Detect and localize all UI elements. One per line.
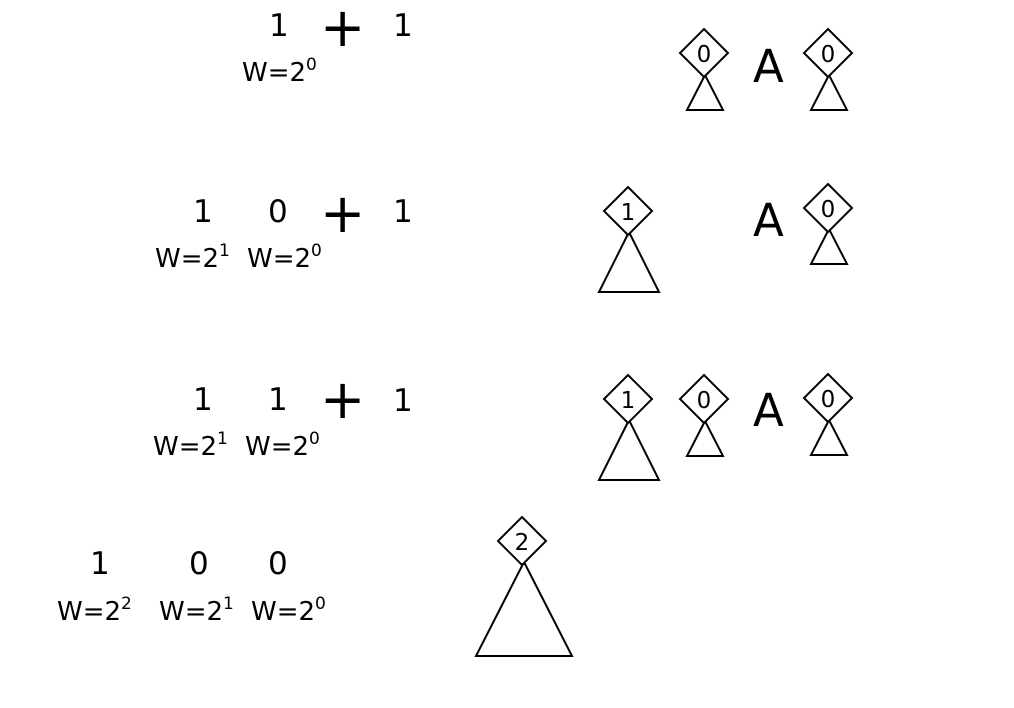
row2-weight-0: W=21 <box>153 429 228 462</box>
row2-digit-0: 1 <box>193 382 213 418</box>
row3-digit-2: 0 <box>268 546 288 582</box>
row1-plus-sign: + <box>320 182 366 245</box>
row2-addend: 1 <box>393 383 413 419</box>
row2-add-operator: A <box>753 384 784 437</box>
row2-weight-1: W=20 <box>245 429 320 462</box>
row2-digit-1: 1 <box>268 382 288 418</box>
row1-weight-0: W=21 <box>155 241 230 274</box>
row1-add-operator: A <box>753 194 784 247</box>
row0-weight-0: W=20 <box>242 55 317 88</box>
row2-addend-tree-rank: 0 <box>821 387 836 413</box>
row2-addend-tree: 0 <box>802 372 854 456</box>
row1-addend-tree: 0 <box>802 182 854 265</box>
row3-weight-0: W=22 <box>57 594 132 627</box>
row1-tree-0-rank: 1 <box>621 200 636 226</box>
row2-tree-1-rank: 0 <box>697 388 712 414</box>
row2-tree-1: 0 <box>678 373 730 457</box>
row0-addend-tree: 0 <box>802 27 854 111</box>
row0-tree-0: 0 <box>678 27 730 111</box>
row1-tree-0: 1 <box>597 185 661 293</box>
row3-weight-1: W=21 <box>159 594 234 627</box>
row0-addend-tree-rank: 0 <box>821 42 836 68</box>
row2-tree-0: 1 <box>597 373 661 481</box>
row0-tree-0-rank: 0 <box>697 42 712 68</box>
row2-tree-0-rank: 1 <box>621 388 636 414</box>
row1-weight-1: W=20 <box>247 241 322 274</box>
row3-weight-2: W=20 <box>251 594 326 627</box>
row3-tree-0-rank: 2 <box>515 530 530 556</box>
row3-digit-1: 0 <box>189 546 209 582</box>
row0-addend: 1 <box>393 8 413 44</box>
row1-digit-0: 1 <box>193 194 213 230</box>
row3-tree-0: 2 <box>474 515 574 657</box>
row0-digit-0: 1 <box>269 8 289 44</box>
row1-digit-1: 0 <box>268 194 288 230</box>
row3-digit-0: 1 <box>90 546 110 582</box>
row2-plus-sign: + <box>320 368 366 431</box>
row1-addend: 1 <box>393 194 413 230</box>
row0-add-operator: A <box>753 40 784 93</box>
row1-addend-tree-rank: 0 <box>821 197 836 223</box>
row0-plus-sign: + <box>320 0 366 59</box>
